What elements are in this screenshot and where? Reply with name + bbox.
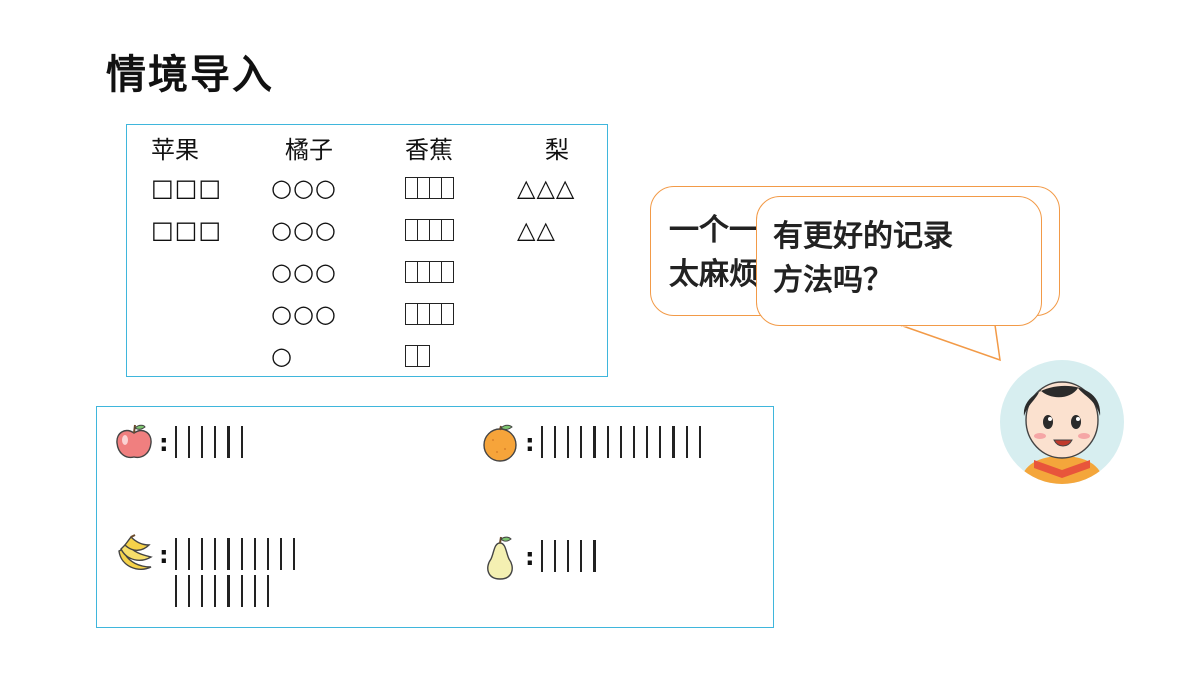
tally-mark	[187, 538, 190, 570]
tally-mark	[214, 426, 217, 458]
tally-mark	[632, 426, 636, 458]
pear-row: △△△	[517, 174, 576, 202]
apple-column: 苹果 □□□ □□□	[151, 133, 222, 251]
speech-bubble-front: 有更好的记录 方法吗？	[756, 196, 1042, 326]
boy-avatar	[1000, 360, 1124, 484]
tally-mark	[659, 426, 662, 458]
pear-tally-row: :	[479, 535, 661, 583]
tally-mark	[200, 575, 204, 607]
bubble-back-text: 一个一 太麻烦	[669, 213, 759, 292]
tally-mark	[566, 540, 570, 572]
tally-mark	[240, 575, 243, 607]
orange-row: ○○○	[271, 216, 337, 244]
banana-row	[405, 335, 453, 377]
pear-column: 梨 △△△ △△	[517, 133, 575, 251]
tally-mark	[280, 538, 283, 570]
pear-icon	[479, 535, 521, 583]
banana-column: 香蕉	[405, 133, 454, 377]
banana-row	[405, 251, 454, 293]
tally-mark	[566, 426, 570, 458]
colon: :	[525, 543, 535, 571]
header-apple: 苹果	[151, 136, 199, 164]
tally-mark	[253, 575, 256, 607]
tally-mark	[672, 426, 675, 458]
tally-mark	[200, 538, 204, 570]
pear-row: △△	[517, 216, 556, 244]
banana-tally-row: :	[113, 533, 355, 607]
banana-symbol	[441, 303, 454, 325]
tally-mark	[174, 426, 177, 458]
apple-icon	[113, 421, 155, 463]
tally-mark	[553, 540, 556, 572]
banana-row	[405, 167, 454, 209]
tally-mark	[540, 540, 543, 572]
header-orange: 橘子	[285, 136, 333, 164]
tally-mark	[580, 426, 583, 458]
tally-mark	[293, 538, 296, 570]
tally-mark	[174, 575, 177, 607]
tally-mark	[174, 538, 177, 570]
colon: :	[159, 429, 169, 457]
tally-mark	[214, 538, 217, 570]
banana-symbol	[441, 261, 454, 283]
tally-mark	[580, 540, 583, 572]
tally-mark	[227, 538, 230, 570]
banana-symbol	[417, 345, 430, 367]
orange-row: ○○○	[271, 174, 337, 202]
tally-mark	[266, 575, 270, 607]
orange-tally-row: :	[479, 421, 801, 463]
orange-column: 橘子 ○○○ ○○○ ○○○ ○○○ ○	[271, 133, 337, 377]
fruit-symbol-table: 苹果 □□□ □□□ 橘子 ○○○ ○○○ ○○○ ○○○ ○ 香蕉 梨 △△△…	[126, 124, 608, 377]
banana-row	[405, 293, 454, 335]
apple-row: □□□	[151, 174, 223, 202]
tally-mark	[593, 540, 596, 572]
apple-tally-row: :	[113, 421, 315, 463]
tally-mark	[187, 575, 190, 607]
orange-row: ○	[271, 342, 293, 370]
tally-mark	[593, 426, 596, 458]
header-pear: 梨	[545, 136, 569, 164]
tally-mark	[240, 538, 243, 570]
tally-mark	[646, 426, 649, 458]
orange-row: ○○○	[271, 258, 337, 286]
banana-tally-group	[174, 533, 355, 607]
banana-symbol	[441, 219, 454, 241]
tally-mark	[698, 426, 702, 458]
tally-mark	[266, 538, 270, 570]
colon: :	[525, 429, 535, 457]
page-title: 情境导入	[106, 52, 274, 98]
orange-icon	[479, 421, 521, 463]
tally-mark-box: : : :	[96, 406, 774, 628]
apple-row: □□□	[151, 216, 223, 244]
tally-mark	[619, 426, 622, 458]
tally-mark	[227, 575, 230, 607]
tally-mark	[214, 575, 217, 607]
tally-mark	[200, 426, 204, 458]
tally-mark	[606, 426, 609, 458]
tally-mark	[240, 426, 243, 458]
colon: :	[159, 541, 169, 569]
header-banana: 香蕉	[405, 136, 453, 164]
tally-mark	[553, 426, 556, 458]
orange-row: ○○○	[271, 300, 337, 328]
bubble-front-text: 有更好的记录 方法吗？	[773, 219, 953, 298]
tally-mark	[253, 538, 256, 570]
tally-mark	[685, 426, 688, 458]
tally-mark	[540, 426, 543, 458]
banana-icon	[113, 533, 155, 575]
banana-row	[405, 209, 454, 251]
tally-mark	[187, 426, 190, 458]
tally-mark	[227, 426, 230, 458]
banana-symbol	[441, 177, 454, 199]
